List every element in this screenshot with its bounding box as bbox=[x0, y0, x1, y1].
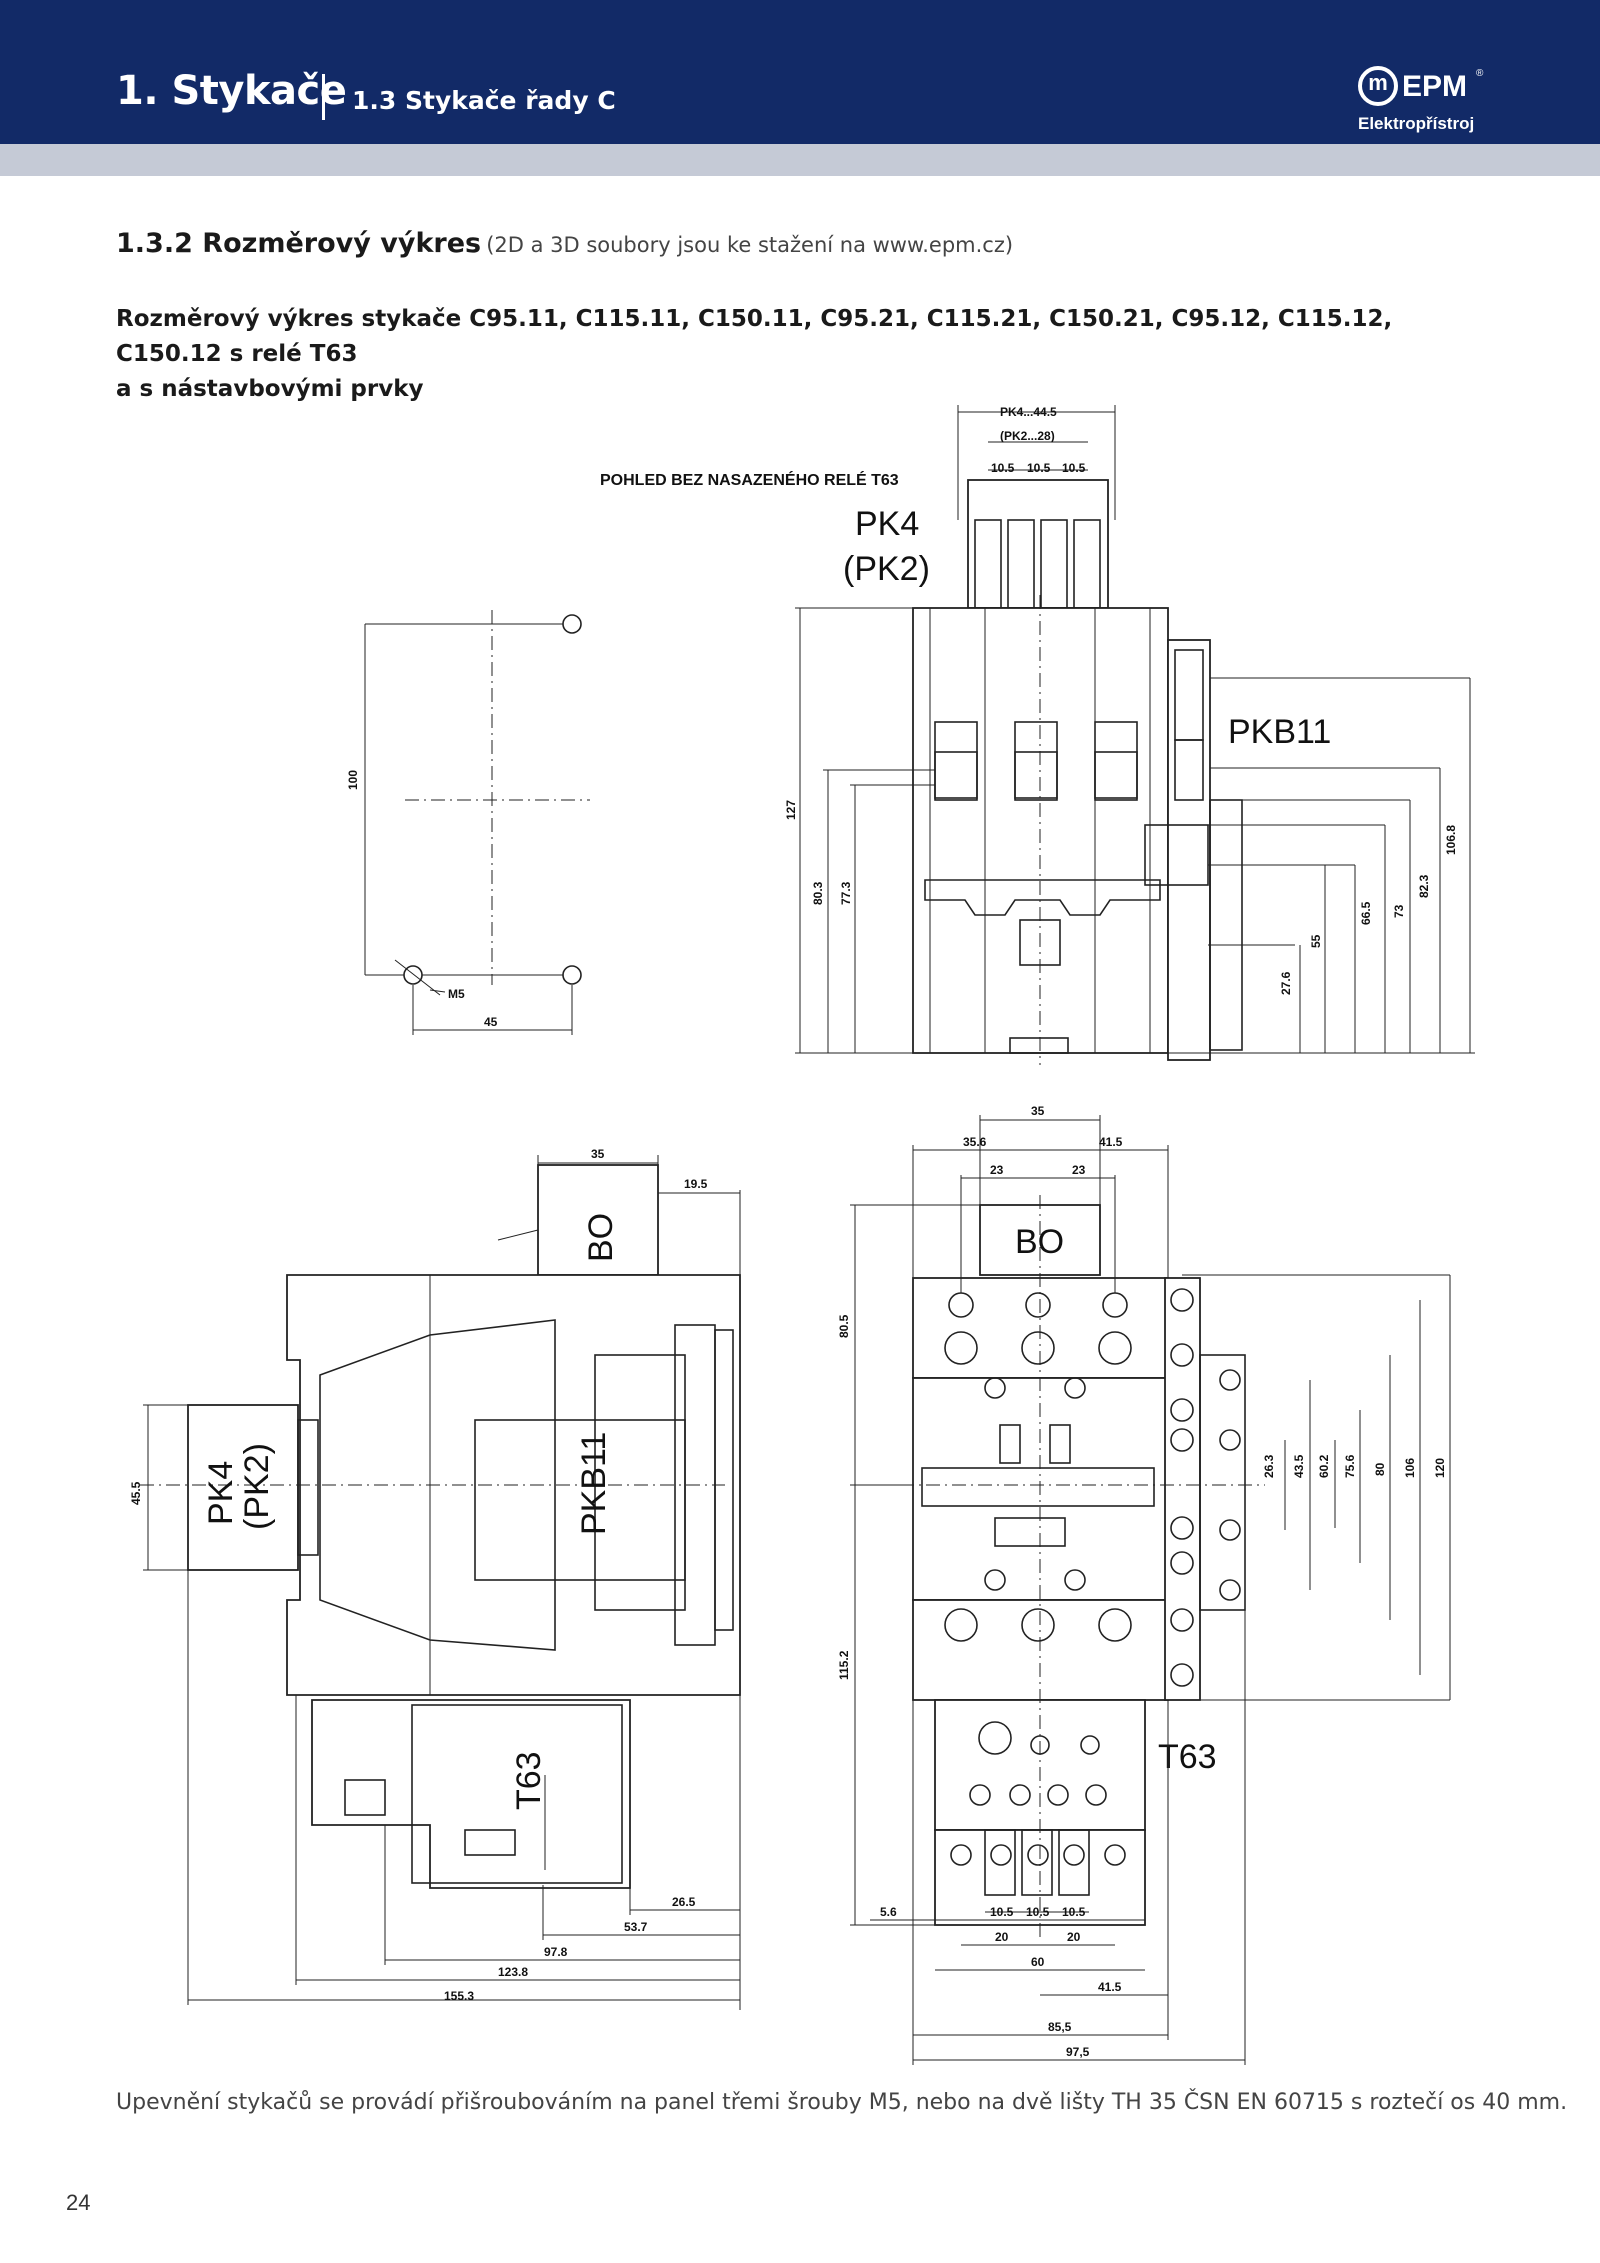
dim-front-23-a: 23 bbox=[990, 1163, 1004, 1177]
dim-side-1553: 155.3 bbox=[444, 1989, 474, 2003]
top-view-right-dims bbox=[1168, 677, 1475, 1054]
description-line-2: a s nástavbovými prvky bbox=[116, 376, 424, 402]
label-pkb11-side: PKB11 bbox=[575, 1432, 613, 1535]
front-view-screws bbox=[944, 1288, 1241, 1866]
front-view-body bbox=[912, 1204, 1246, 1926]
header-separator bbox=[322, 74, 325, 120]
dim-top-105-a: 10.5 bbox=[991, 461, 1015, 475]
mounting-hole-pattern bbox=[364, 610, 590, 1035]
label-pk4-top: PK4 bbox=[855, 505, 919, 543]
dim-127: 127 bbox=[784, 800, 798, 820]
logo-word: EPM bbox=[1402, 70, 1468, 103]
dim-front-415: 41.5 bbox=[1099, 1135, 1123, 1149]
dim-front-805: 80.5 bbox=[837, 1314, 851, 1338]
dim-front-435: 43.5 bbox=[1292, 1454, 1306, 1478]
dim-front-756: 75.6 bbox=[1343, 1454, 1357, 1478]
dim-front-60: 60 bbox=[1031, 1955, 1045, 1969]
dim-side-537: 53.7 bbox=[624, 1920, 648, 1934]
label-m5: M5 bbox=[448, 987, 465, 1001]
dim-side-195: 19.5 bbox=[684, 1177, 708, 1191]
dim-803: 80.3 bbox=[811, 881, 825, 905]
dim-front-56: 5.6 bbox=[880, 1905, 897, 1919]
dim-top-105-b: 10.5 bbox=[1027, 461, 1051, 475]
dim-front-105-a: 10.5 bbox=[990, 1905, 1014, 1919]
dim-1068: 106.8 bbox=[1444, 825, 1458, 855]
dim-front-1152: 115.2 bbox=[837, 1650, 851, 1680]
dim-side-265: 26.5 bbox=[672, 1895, 696, 1909]
top-view-left-dims bbox=[795, 607, 935, 1054]
dim-front-975: 97,5 bbox=[1066, 2045, 1090, 2059]
section-title: 1.3.2 Rozměrový výkres bbox=[116, 228, 482, 259]
dim-front-356: 35.6 bbox=[963, 1135, 987, 1149]
mounting-note: Upevnění stykačů se provádí přišroubován… bbox=[116, 2090, 1568, 2115]
pkb11-side-block bbox=[1144, 639, 1243, 1061]
dim-side-978: 97.8 bbox=[544, 1945, 568, 1959]
chapter-subtitle: 1.3 Stykače řady C bbox=[352, 86, 616, 115]
dim-top-105-c: 10.5 bbox=[1062, 461, 1086, 475]
logo-circle-icon bbox=[1358, 66, 1398, 106]
dim-front-602: 60.2 bbox=[1317, 1454, 1331, 1478]
dim-front-120: 120 bbox=[1433, 1458, 1447, 1478]
dim-pk2-28: (PK2...28) bbox=[1000, 429, 1055, 443]
section-heading: 1.3.2 Rozměrový výkres (2D a 3D soubory … bbox=[116, 228, 1013, 259]
dim-73: 73 bbox=[1392, 904, 1406, 918]
logo-registered: ® bbox=[1476, 68, 1484, 79]
chapter-title: 1. Stykače bbox=[116, 68, 347, 114]
label-pk2-side: (PK2) bbox=[238, 1443, 276, 1530]
epm-logo: m EPM ® Elektropřístroj bbox=[1358, 66, 1498, 140]
label-bo-front: BO bbox=[1015, 1223, 1064, 1261]
description-line-1: Rozměrový výkres stykače C95.11, C115.11… bbox=[116, 306, 1393, 367]
label-bo-side: BO bbox=[582, 1213, 620, 1262]
dim-front-855: 85,5 bbox=[1048, 2020, 1072, 2034]
dim-mount-45: 45 bbox=[484, 1015, 498, 1029]
label-pkb11-top: PKB11 bbox=[1228, 713, 1331, 751]
label-pk4-side: PK4 bbox=[202, 1461, 240, 1525]
dim-front-23-b: 23 bbox=[1072, 1163, 1086, 1177]
dim-front-20-b: 20 bbox=[1067, 1930, 1081, 1944]
dim-front-105-b: 10.5 bbox=[1026, 1905, 1050, 1919]
dim-side-35: 35 bbox=[591, 1147, 605, 1161]
dim-front-105-c: 10.5 bbox=[1062, 1905, 1086, 1919]
logo-subtitle: Elektropřístroj bbox=[1358, 114, 1475, 133]
dim-side-1238: 123.8 bbox=[498, 1965, 528, 1979]
dim-side-455: 45.5 bbox=[129, 1481, 143, 1505]
dim-823: 82.3 bbox=[1417, 874, 1431, 898]
front-view-dims bbox=[850, 1115, 1451, 2065]
side-view-dims bbox=[143, 1155, 741, 2010]
dim-front-80: 80 bbox=[1373, 1462, 1387, 1476]
dim-55: 55 bbox=[1309, 934, 1323, 948]
header-strip bbox=[0, 144, 1600, 176]
label-pk2-top: (PK2) bbox=[843, 550, 930, 588]
label-t63-front: T63 bbox=[1158, 1738, 1217, 1776]
section-note: (2D a 3D soubory jsou ke stažení na www.… bbox=[486, 233, 1014, 257]
dim-front-415-b: 41.5 bbox=[1098, 1980, 1122, 1994]
dim-front-263: 26.3 bbox=[1262, 1454, 1276, 1478]
header-bar bbox=[0, 0, 1600, 144]
label-t63-side: T63 bbox=[510, 1751, 548, 1810]
dim-front-106: 106 bbox=[1403, 1458, 1417, 1478]
pk4-top-block bbox=[967, 479, 1109, 609]
dim-276: 27.6 bbox=[1279, 971, 1293, 995]
dim-front-35: 35 bbox=[1031, 1104, 1045, 1118]
page-number: 24 bbox=[66, 2190, 91, 2215]
drawing-description: Rozměrový výkres stykače C95.11, C115.11… bbox=[116, 302, 1416, 407]
logo-mark: m bbox=[1368, 70, 1388, 95]
dim-773: 77.3 bbox=[839, 881, 853, 905]
dim-pk4-445: PK4...44.5 bbox=[1000, 405, 1057, 419]
dim-mount-100: 100 bbox=[346, 770, 360, 790]
dim-front-20-a: 20 bbox=[995, 1930, 1009, 1944]
top-view-caption: POHLED BEZ NASAZENÉHO RELÉ T63 bbox=[600, 470, 899, 489]
dim-665: 66.5 bbox=[1359, 901, 1373, 925]
